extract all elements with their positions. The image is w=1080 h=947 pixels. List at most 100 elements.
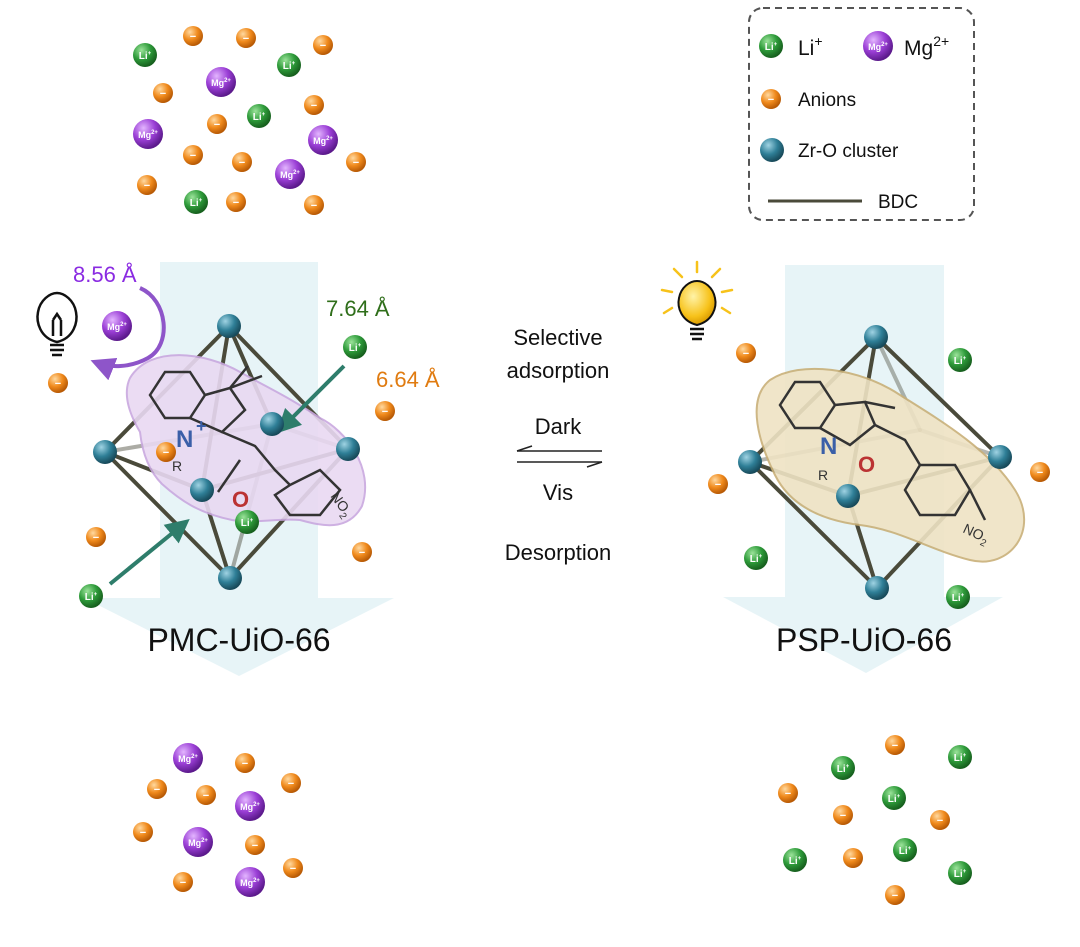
- svg-text:−: −: [190, 31, 196, 43]
- desorbed-an-ion: −: [133, 822, 153, 842]
- pmc-framework-name: PMC-UiO-66: [147, 622, 330, 658]
- filtrate-li-ion: Li+: [893, 838, 917, 862]
- svg-text:−: −: [1037, 467, 1043, 479]
- mg-rejection-arrow: [90, 286, 166, 381]
- svg-text:Li+: Li+: [85, 592, 98, 603]
- legend-bdc-label: BDC: [878, 192, 918, 213]
- svg-text:−: −: [144, 180, 150, 192]
- pmc-plus-label: +: [196, 416, 207, 436]
- desorbed-an-ion: −: [147, 779, 167, 799]
- desorbed-an-ion: −: [281, 773, 301, 793]
- mixture-li-ion: Li+: [133, 43, 157, 67]
- svg-text:−: −: [160, 88, 166, 100]
- svg-text:−: −: [320, 40, 326, 52]
- svg-text:−: −: [252, 840, 258, 852]
- anion: −: [352, 542, 372, 562]
- svg-text:−: −: [937, 815, 943, 827]
- zr-cluster: [738, 450, 762, 474]
- pmc-nitrogen-label: N: [176, 426, 193, 453]
- mixture-mg-ion: Mg2+: [133, 119, 163, 149]
- pmc-r-label: R: [172, 458, 182, 474]
- mixture-an-ion: −: [183, 145, 203, 165]
- psp-nitrogen-label: N: [820, 433, 837, 460]
- psp-r-label: R: [818, 467, 828, 483]
- legend-li-label: Li+: [798, 33, 823, 60]
- svg-text:−: −: [239, 157, 245, 169]
- anion: −: [1030, 462, 1050, 482]
- anion-distance-label: 6.64 Å: [376, 367, 440, 392]
- svg-text:Li+: Li+: [241, 518, 254, 529]
- svg-text:−: −: [290, 863, 296, 875]
- mg-distance-label: 8.56 Å: [73, 262, 137, 287]
- svg-text:Li+: Li+: [954, 869, 967, 880]
- zr-cluster: [836, 484, 860, 508]
- pmc-molecule-skeleton: [148, 365, 342, 517]
- zr-cluster: [93, 440, 117, 464]
- svg-text:−: −: [55, 378, 61, 390]
- svg-text:−: −: [311, 200, 317, 212]
- svg-text:Li+: Li+: [899, 846, 912, 857]
- bulb-off-icon: [36, 291, 78, 357]
- svg-text:−: −: [190, 150, 196, 162]
- svg-text:Li+: Li+: [789, 856, 802, 867]
- mixture-an-ion: −: [236, 28, 256, 48]
- filtrate-an-ion: −: [833, 805, 853, 825]
- legend-zr-label: Zr-O cluster: [798, 141, 899, 162]
- zr-cluster: [260, 412, 284, 436]
- mixture-an-ion: −: [226, 192, 246, 212]
- dark-label: Dark: [535, 414, 582, 439]
- filtrate-li-ion: Li+: [783, 848, 807, 872]
- zr-cluster: [865, 576, 889, 600]
- zr-cluster: [190, 478, 214, 502]
- filtrate-an-ion: −: [778, 783, 798, 803]
- mixture-an-ion: −: [346, 152, 366, 172]
- zr-cluster: [218, 566, 242, 590]
- mixture-an-ion: −: [137, 175, 157, 195]
- mixture-an-ion: −: [304, 195, 324, 215]
- li-ion: Li+: [343, 335, 367, 359]
- filtrate-an-ion: −: [843, 848, 863, 868]
- svg-text:Li+: Li+: [837, 764, 850, 775]
- anion: −: [156, 442, 176, 462]
- filtrate-li-ion: Li+: [882, 786, 906, 810]
- svg-text:−: −: [242, 758, 248, 770]
- svg-text:Mg2+: Mg2+: [240, 802, 260, 812]
- svg-text:−: −: [743, 348, 749, 360]
- svg-text:Li+: Li+: [765, 42, 778, 53]
- adsorption-label: adsorption: [507, 358, 610, 383]
- mixture-mg-ion: Mg2+: [275, 159, 305, 189]
- svg-text:−: −: [154, 784, 160, 796]
- rejected-mg-ion: Mg2+: [102, 311, 132, 341]
- svg-text:−: −: [840, 810, 846, 822]
- desorbed-mg-ion: Mg2+: [235, 867, 265, 897]
- mixture-an-ion: −: [153, 83, 173, 103]
- desorption-label: Desorption: [505, 540, 611, 565]
- svg-text:Li+: Li+: [954, 753, 967, 764]
- li-entry-arrow-top: [276, 364, 346, 434]
- legend-mg-label: Mg2+: [904, 33, 949, 60]
- legend-anion-label: Anions: [798, 90, 856, 111]
- pmc-oxygen-label: O: [232, 487, 249, 512]
- desorbed-an-ion: −: [235, 753, 255, 773]
- legend-li-ion: Li+: [759, 34, 783, 58]
- mixture-an-ion: −: [232, 152, 252, 172]
- desorbed-an-ion: −: [173, 872, 193, 892]
- svg-text:−: −: [243, 33, 249, 45]
- svg-text:Li+: Li+: [190, 198, 203, 209]
- filtrate-li-ion: Li+: [948, 861, 972, 885]
- svg-text:Li+: Li+: [139, 51, 152, 62]
- li-ion: Li+: [79, 584, 103, 608]
- mixture-li-ion: Li+: [184, 190, 208, 214]
- filtrate-li-ion: Li+: [948, 745, 972, 769]
- svg-text:Li+: Li+: [952, 593, 965, 604]
- svg-text:−: −: [163, 447, 169, 459]
- svg-text:−: −: [715, 479, 721, 491]
- svg-text:−: −: [311, 100, 317, 112]
- svg-text:−: −: [93, 532, 99, 544]
- svg-text:Li+: Li+: [253, 112, 266, 123]
- svg-text:Mg2+: Mg2+: [107, 322, 127, 332]
- filtrate-an-ion: −: [930, 810, 950, 830]
- svg-text:Mg2+: Mg2+: [138, 130, 158, 140]
